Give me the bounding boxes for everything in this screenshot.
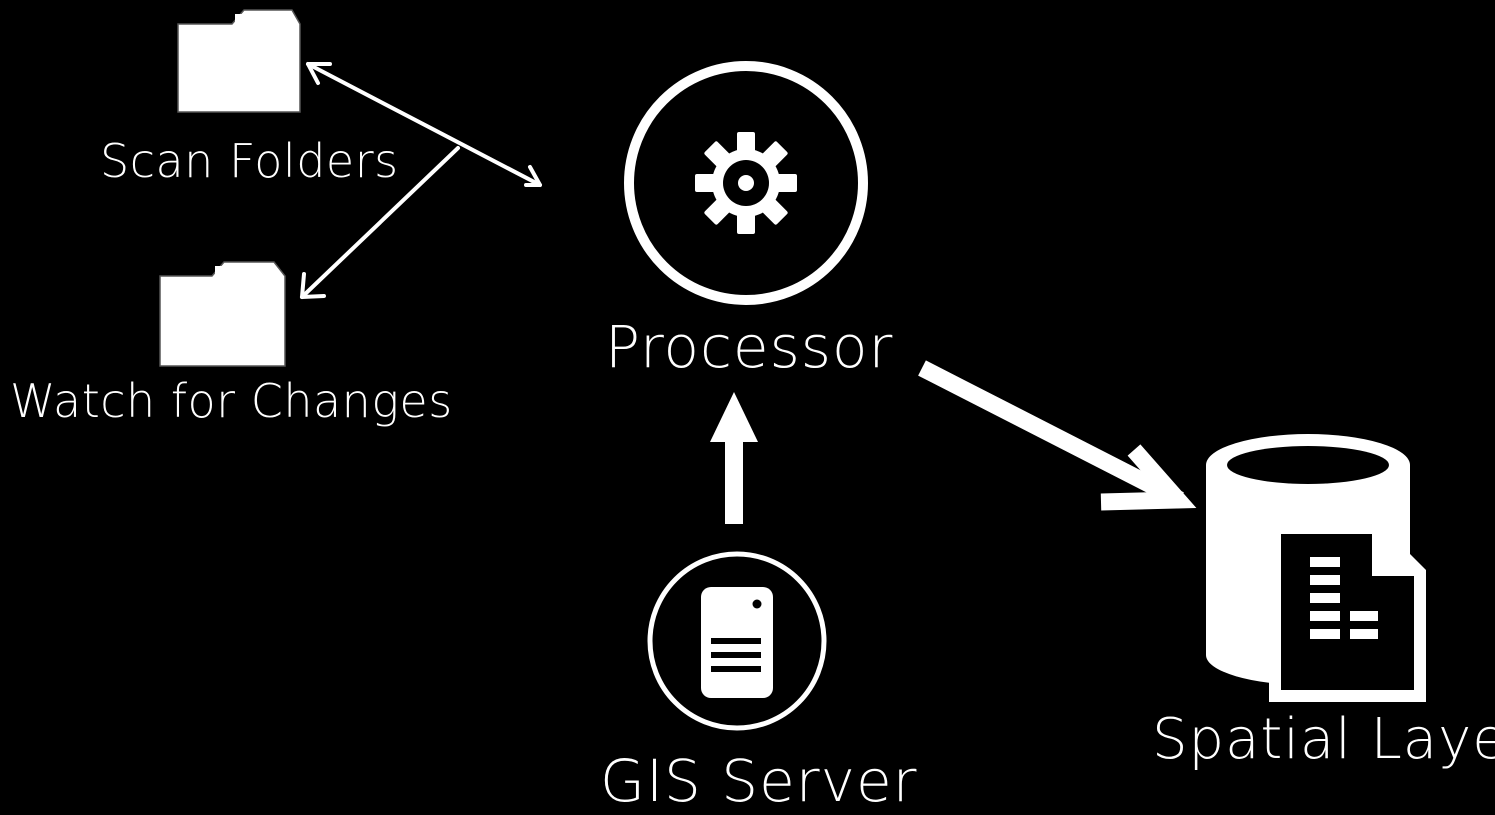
- arrowhead-processor: [524, 165, 542, 187]
- scan-folders-label: Scan Folders: [100, 134, 399, 188]
- arrowhead-watch-for-changes: [300, 272, 326, 299]
- database-table-icon: [1206, 434, 1426, 702]
- folder-icon: [159, 261, 286, 367]
- spatial-layer-label: Spatial Layer: [1152, 707, 1495, 772]
- arrowhead-scan-folders: [306, 62, 332, 85]
- watch-for-changes-label: Watch for Changes: [10, 374, 453, 428]
- arrow-processor-to-spatial: [918, 360, 1197, 511]
- processor-node: [624, 61, 868, 305]
- server-icon: [701, 587, 773, 698]
- folder-icon: [177, 9, 301, 113]
- arrow-gis-to-processor: [710, 392, 758, 524]
- processor-label: Processor: [605, 313, 894, 381]
- gear-icon: [695, 132, 797, 234]
- gis-server-label: GIS Server: [600, 747, 918, 815]
- connector-arrows: [300, 62, 542, 299]
- edge-scan-processor: [306, 62, 542, 187]
- gis-server-node: [647, 551, 827, 731]
- edge-scan-watch: [300, 146, 460, 299]
